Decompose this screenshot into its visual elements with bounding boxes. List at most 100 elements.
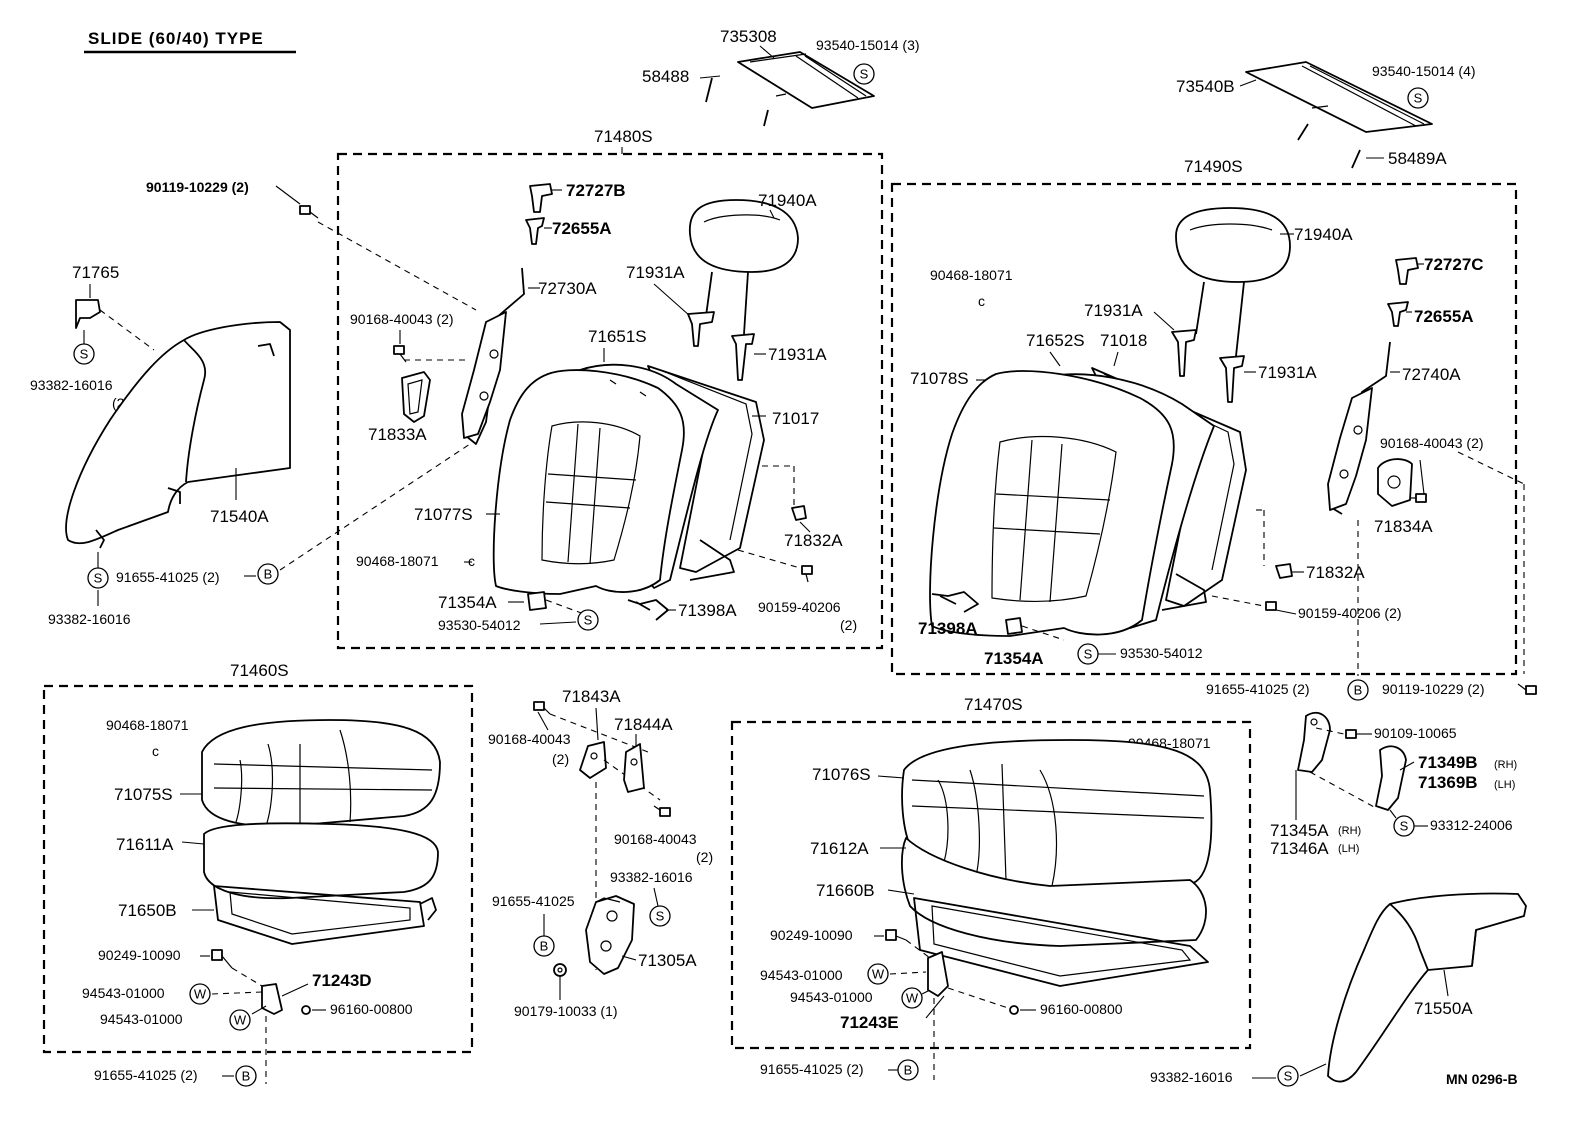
label-91655a: 91655-41025 (2) <box>116 569 220 585</box>
label-96160a: 96160-00800 <box>330 1001 413 1017</box>
label-90168d: 90168-40043 <box>614 831 697 847</box>
label-71931a-4: 71931A <box>1258 363 1317 382</box>
group-label-71460s: 71460S <box>230 661 289 680</box>
clip-71354a-2 <box>1005 617 1023 635</box>
seat-pad-71612a <box>901 837 1207 947</box>
label-71398a-2: 71398A <box>918 619 978 638</box>
symbol-s: S <box>87 567 109 589</box>
label-735308: 735308 <box>720 27 777 46</box>
label-71398a-1: 71398A <box>678 601 737 620</box>
seat-pad-71611a <box>203 822 439 900</box>
bolt-90168b <box>1410 493 1427 503</box>
headrest-support-72727b <box>529 183 553 213</box>
label-71843a: 71843A <box>562 687 621 706</box>
seat-frame-71660b <box>913 897 1209 987</box>
label-72740a: 72740A <box>1402 365 1461 384</box>
seat-lock-71305a <box>585 895 635 975</box>
label-93530a: 93530-54012 <box>438 617 521 633</box>
bolt-90159b <box>1265 601 1277 611</box>
label-93382c: 93382-16016 <box>610 869 693 885</box>
label-91655c: 91655-41025 (2) <box>94 1067 198 1083</box>
seatback-cover-71078s <box>929 370 1175 637</box>
label-90468a: 90468-18071 <box>356 553 439 569</box>
svg-text:S: S <box>1284 1069 1293 1084</box>
label-71550a: 71550A <box>1414 999 1473 1018</box>
symbol-s: S <box>577 609 599 631</box>
label-71833a: 71833A <box>368 425 427 444</box>
label-71346a: 71346A <box>1270 839 1329 858</box>
label-90179: 90179-10033 (1) <box>514 1003 618 1019</box>
bolt-90119a <box>299 205 319 219</box>
cover-71834a <box>1377 458 1413 507</box>
side-cover-71540a <box>65 321 291 549</box>
bracket-71243e <box>927 951 949 997</box>
label-58488: 58488 <box>642 67 689 86</box>
svg-text:W: W <box>906 991 919 1006</box>
symbol-b: B <box>533 935 555 957</box>
svg-text:S: S <box>1084 647 1093 662</box>
svg-text:B: B <box>242 1069 251 1084</box>
label-94543d: 94543-01000 <box>790 989 873 1005</box>
label-90168c-qty: (2) <box>552 751 569 767</box>
svg-text:W: W <box>194 987 207 1002</box>
label-71243d: 71243D <box>312 971 372 990</box>
guide-71931a-3 <box>1171 329 1197 377</box>
label-71652s: 71652S <box>1026 331 1085 350</box>
label-71369b: 71369B <box>1418 773 1478 792</box>
symbol-w: W <box>229 1009 251 1031</box>
clip-71832a-1 <box>791 505 807 521</box>
label-91655e: 91655-41025 (2) <box>760 1061 864 1077</box>
label-90168b: 90168-40043 (2) <box>1380 435 1484 451</box>
symbol-s: S <box>1077 643 1099 665</box>
label-90468b: 90468-18071 <box>930 267 1013 283</box>
label-71834a: 71834A <box>1374 517 1433 536</box>
label-71018: 71018 <box>1100 331 1147 350</box>
svg-text:B: B <box>540 939 549 954</box>
label-71844a: 71844A <box>614 715 673 734</box>
label-71660b: 71660B <box>816 881 875 900</box>
svg-text:S: S <box>80 347 89 362</box>
symbol-b: B <box>897 1059 919 1081</box>
label-94543c: 94543-01000 <box>760 967 843 983</box>
symbol-s: S <box>1407 87 1429 109</box>
guide-71931a-4 <box>1219 355 1245 403</box>
label-71075s: 71075S <box>114 785 173 804</box>
label-71076s: 71076S <box>812 765 871 784</box>
svg-text:B: B <box>904 1063 913 1078</box>
label-91655b: 91655-41025 (2) <box>1206 681 1310 697</box>
recliner-72740a <box>1327 341 1391 515</box>
bolt-90109 <box>1345 729 1357 739</box>
side-cover-71550a <box>1327 892 1527 1083</box>
label-90249b: 90249-10090 <box>770 927 853 943</box>
label-93312: 93312-24006 <box>1430 817 1513 833</box>
label-72727c: 72727C <box>1424 255 1484 274</box>
hinge-cover-71349b <box>1375 745 1407 811</box>
seatback-cover-71077s <box>492 369 685 595</box>
label-71765: 71765 <box>72 263 119 282</box>
hinge-71398a-1 <box>627 599 669 621</box>
cover-board-735308 <box>705 51 875 127</box>
nut-96160b <box>1009 1005 1019 1015</box>
symbol-b: B <box>235 1065 257 1087</box>
label-90168a: 90168-40043 (2) <box>350 311 454 327</box>
clip-71354a-1 <box>527 591 547 611</box>
label-93530b: 93530-54012 <box>1120 645 1203 661</box>
group-box-71480s <box>336 152 884 650</box>
svg-text:B: B <box>264 567 273 582</box>
group-box-71460s <box>42 684 474 1054</box>
label-71940a-1: 71940A <box>758 191 817 210</box>
label-71243e: 71243E <box>840 1013 899 1032</box>
label-71651s: 71651S <box>588 327 647 346</box>
group-box-71490s <box>890 182 1518 676</box>
group-box-71470s <box>730 720 1252 1050</box>
symbol-b: B <box>1347 679 1369 701</box>
label-94543b: 94543-01000 <box>100 1011 183 1027</box>
symbol-w: W <box>189 983 211 1005</box>
bolt-90159a <box>801 565 813 583</box>
label-94543a: 94543-01000 <box>82 985 165 1001</box>
label-90109: 90109-10065 <box>1374 725 1457 741</box>
symbol-s: S <box>73 343 95 365</box>
svg-text:S: S <box>860 67 869 82</box>
label-58489a: 58489A <box>1388 149 1447 168</box>
label-72655a-2: 72655A <box>1414 307 1474 326</box>
